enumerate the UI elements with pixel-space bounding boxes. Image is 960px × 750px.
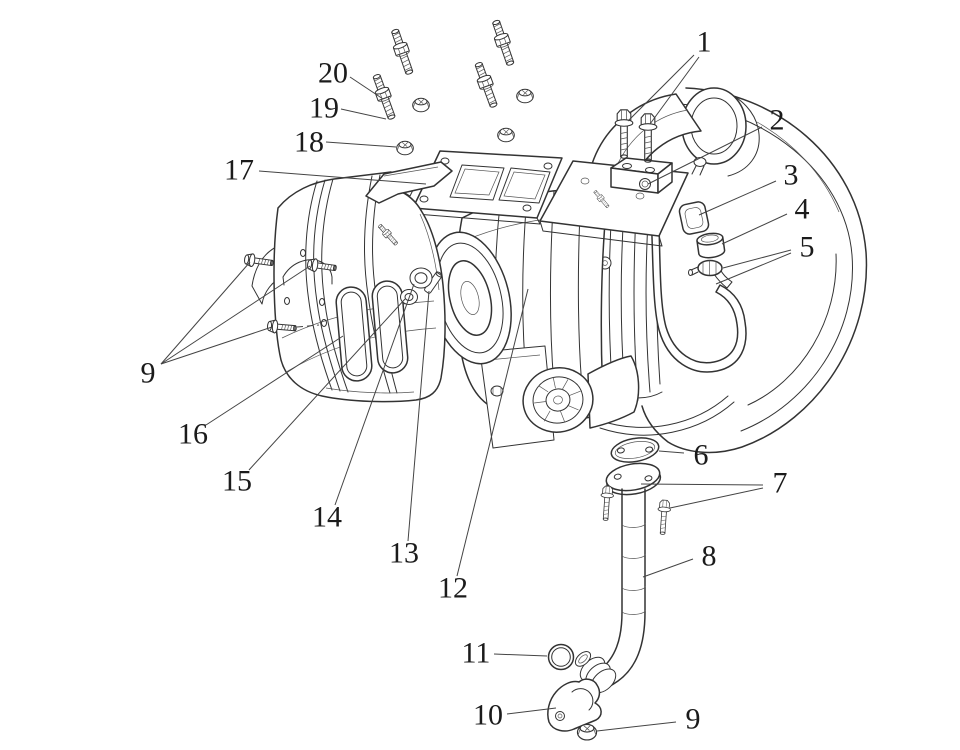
callout-label: 20 [318, 57, 348, 90]
callout-17: 17 [224, 154, 427, 187]
drain-gasket [610, 437, 660, 463]
leader-line [698, 180, 777, 216]
leader-line [649, 56, 700, 125]
callout-label: 14 [312, 501, 342, 534]
oil-return-hose [597, 395, 729, 428]
leader-line [722, 249, 792, 269]
leader-line [205, 335, 344, 426]
callout-label: 9 [141, 357, 156, 390]
callout-label: 11 [462, 637, 491, 670]
callout-label: 4 [795, 193, 810, 226]
washer-pin-set [400, 267, 443, 305]
heat-shield [273, 161, 453, 403]
leader-line [160, 326, 273, 365]
oil-feed-fitting [696, 232, 726, 259]
actuator-canister [681, 87, 760, 177]
elbow-fitting [688, 259, 733, 289]
actuator-boss [678, 201, 710, 235]
leader-line [334, 283, 415, 506]
callout-20: 20 [318, 57, 384, 100]
callout-4: 4 [721, 193, 810, 245]
callout-label: 10 [473, 699, 503, 732]
callout-label: 9 [686, 703, 701, 736]
callout-label: 1 [697, 26, 712, 59]
exhaust-gasket [412, 150, 563, 225]
callout-13: 13 [389, 290, 430, 570]
leader-line [715, 252, 792, 285]
leader-line [642, 558, 694, 578]
callout-7: 7 [640, 467, 788, 509]
shield-slot [335, 286, 373, 382]
shield-bolts [243, 252, 338, 336]
turbocharger-assembly [455, 87, 868, 454]
callout-11: 11 [462, 637, 548, 670]
leader-line [721, 213, 788, 245]
callout-9: 9 [596, 703, 701, 736]
oil-feed-pipe [648, 175, 747, 373]
leader-line [340, 108, 387, 120]
callout-label: 2 [770, 104, 785, 137]
callout-label: 17 [224, 154, 254, 187]
o-ring [547, 643, 575, 671]
callout-3: 3 [698, 159, 799, 216]
callout-18: 18 [294, 126, 397, 159]
drain-elbow [479, 345, 640, 449]
leader-line [349, 76, 384, 100]
callout-19: 19 [309, 92, 387, 125]
callout-label: 6 [694, 439, 709, 472]
flange-bolt [598, 485, 615, 522]
leader-line [160, 261, 251, 365]
callout-label: 3 [784, 159, 799, 192]
leader-line [493, 653, 548, 657]
oil-drain-pipe [574, 462, 662, 694]
leader-line [258, 170, 427, 185]
mounting-bracket-block [592, 157, 673, 210]
callout-1: 1 [627, 26, 712, 125]
callout-label: 5 [800, 231, 815, 264]
callout-16: 16 [178, 335, 344, 451]
leader-line [160, 265, 311, 365]
flange-bolt [655, 499, 672, 536]
callout-8: 8 [642, 540, 717, 578]
leader-line [596, 721, 677, 732]
callout-15: 15 [222, 298, 406, 498]
leader-line [640, 483, 764, 486]
callout-label: 16 [178, 418, 208, 451]
callout-label: 7 [773, 467, 788, 500]
callout-14: 14 [312, 283, 415, 534]
callout-label: 12 [438, 572, 468, 605]
leader-line [506, 707, 557, 715]
callout-12: 12 [438, 288, 529, 605]
leader-line [669, 487, 764, 509]
callout-9: 9 [141, 261, 311, 390]
compressor-housing [641, 87, 868, 454]
callout-2: 2 [647, 104, 785, 185]
leader-line [407, 290, 430, 542]
leader-line [456, 288, 529, 577]
callout-6: 6 [658, 439, 709, 472]
flange-nut [576, 723, 598, 741]
callout-label: 18 [294, 126, 324, 159]
callout-label: 19 [309, 92, 339, 125]
pipe-bracket [547, 678, 602, 732]
callout-label: 15 [222, 465, 252, 498]
callout-5: 5 [715, 231, 815, 285]
leader-line [627, 54, 695, 122]
stud-bolt-set [369, 17, 534, 156]
callout-label: 13 [389, 537, 419, 570]
leader-line [248, 298, 406, 471]
leader-line [647, 126, 763, 185]
callout-10: 10 [473, 699, 557, 732]
leader-line [325, 141, 397, 148]
leader-line [658, 450, 685, 454]
callout-label: 8 [702, 540, 717, 573]
shield-slot [371, 280, 409, 374]
